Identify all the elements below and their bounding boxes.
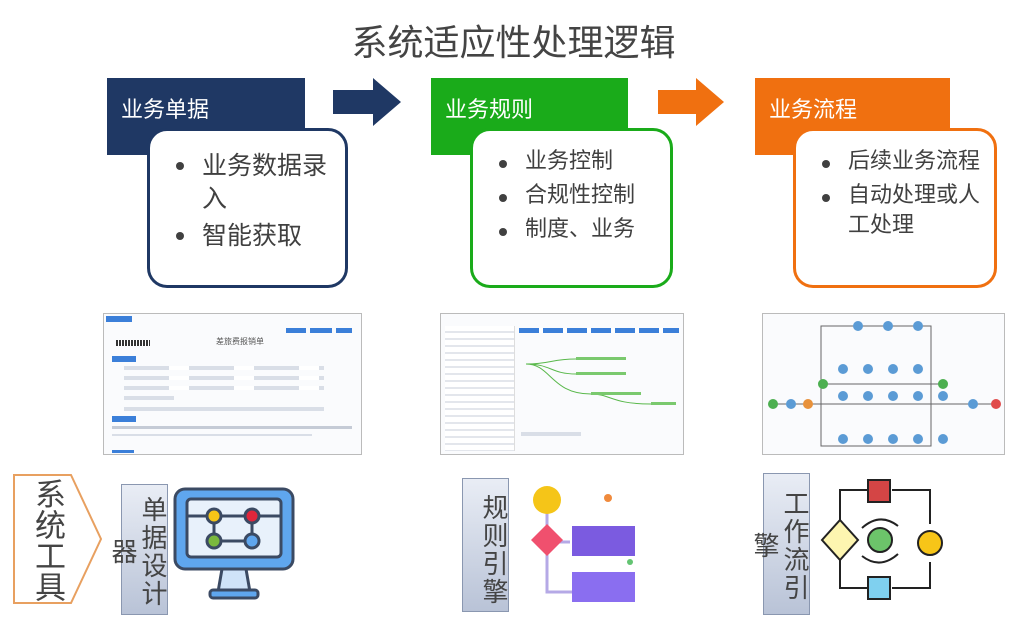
form-designer-screenshot: 差旅费报销单	[103, 313, 362, 455]
bullet: 业务数据录入	[172, 149, 335, 215]
workflow-cycle-icon	[820, 479, 943, 600]
arrow-right-icon	[333, 78, 401, 126]
system-tools-pentagon	[13, 474, 103, 604]
bullet: 智能获取	[172, 219, 335, 252]
monitor-form-icon	[173, 487, 295, 600]
tool-label-form-designer: 单据设计器	[107, 484, 168, 615]
arrow-right-icon	[658, 78, 724, 126]
workflow-engine-screenshot	[762, 313, 1005, 455]
tool-label-rule-engine: 规则引擎	[462, 478, 509, 612]
bullet: 制度、业务	[495, 215, 660, 245]
system-tools-label: 系统工具	[29, 478, 65, 602]
bullet: 合规性控制	[495, 181, 660, 211]
stage-card-documents: 业务数据录入智能获取	[147, 128, 348, 288]
tool-label-workflow-engine: 工作流引擎	[749, 473, 810, 615]
rule-flow-icon	[531, 486, 635, 602]
diagram-title: 系统适应性处理逻辑	[351, 23, 676, 64]
stage-card-rules: 业务控制合规性控制制度、业务	[470, 128, 673, 288]
bullet: 业务控制	[495, 147, 660, 177]
bullet: 自动处理或人工处理	[818, 181, 984, 241]
bullet: 后续业务流程	[818, 147, 984, 177]
stage-card-workflow: 后续业务流程自动处理或人工处理	[793, 128, 997, 288]
rule-engine-screenshot	[440, 313, 684, 455]
form-title: 差旅费报销单	[216, 337, 264, 346]
